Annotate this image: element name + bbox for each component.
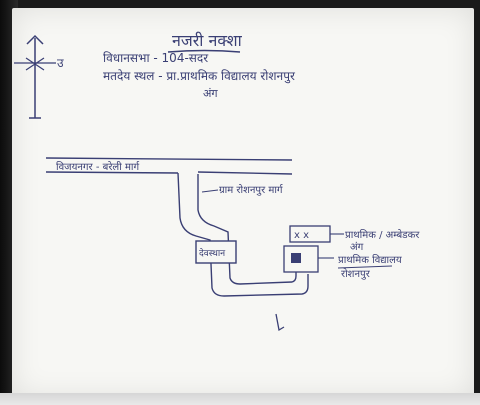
school-box-label: प्राथमिक / अम्बेडकर — [345, 229, 420, 241]
polling-label-1: अंग — [350, 241, 364, 253]
title-underline — [167, 49, 241, 53]
stray-mark — [275, 313, 285, 332]
polling-station-line-b: अंग — [203, 87, 218, 100]
polling-station-line: मतदेय स्थल - प्रा.प्राथमिक विद्यालय रोशन… — [103, 69, 296, 84]
main-road-label: विजयनगर - बरेली मार्ग — [56, 161, 140, 173]
polling-label-2: प्राथमिक विद्यालय — [338, 254, 402, 266]
school-box: x x प्राथमिक / अम्बेडकर — [289, 225, 420, 243]
polling-station-box: अंग प्राथमिक विद्यालय रोशनपुर — [283, 241, 402, 280]
north-arrow-icon: उ — [14, 34, 64, 119]
scan-edge — [0, 393, 480, 405]
branch-road: ग्राम रोशनपुर मार्ग — [177, 172, 309, 297]
map-title: नजरी नक्शा — [172, 31, 243, 50]
polling-label-3: रोशनपुर — [341, 268, 371, 280]
school-box-marks: x x — [294, 230, 309, 241]
constituency-line: विधानसभा - 104-सदर — [103, 51, 209, 65]
branch-road-label: ग्राम रोशनपुर मार्ग — [219, 184, 284, 196]
paper-sheet — [12, 8, 474, 398]
temple-box: देवस्थान — [195, 240, 237, 264]
main-road: विजयनगर - बरेली मार्ग — [45, 157, 293, 175]
north-label: उ — [57, 56, 64, 70]
temple-label: देवस्थान — [199, 247, 226, 259]
